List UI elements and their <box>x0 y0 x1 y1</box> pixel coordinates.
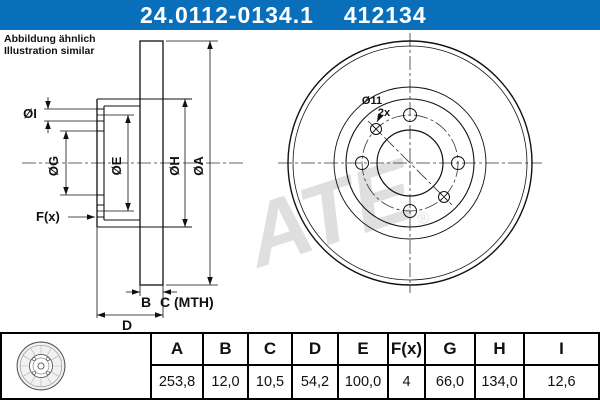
spec-table: A B C D E F(x) G H I 253,8 12,0 10,5 54,… <box>0 332 600 400</box>
similarity-note: Abbildung ähnlich Illustration similar <box>4 33 96 57</box>
col-header-g: G <box>424 334 474 366</box>
value-b: 12,0 <box>202 366 247 398</box>
dim-label-d: D <box>122 317 132 332</box>
hole-dia-label: Ø11 <box>362 95 382 107</box>
title-bar: 24.0112-0134.1 412134 <box>0 0 600 30</box>
note-en: Illustration similar <box>4 45 95 58</box>
col-header-c: C <box>247 334 291 366</box>
watermark-text: ATE <box>231 139 427 287</box>
locating-holes <box>370 123 450 203</box>
dim-label-b: B <box>141 294 151 310</box>
front-view: Ø11 2x <box>287 40 533 286</box>
reference-number: 412134 <box>343 1 427 28</box>
col-header-d: D <box>291 334 337 366</box>
col-header-f: F(x) <box>387 334 424 366</box>
dim-label-dia-i: ØI <box>23 106 37 121</box>
brake-disc-icon <box>16 341 66 391</box>
centerlines <box>22 33 542 293</box>
value-c: 10,5 <box>247 366 291 398</box>
col-header-b: B <box>202 334 247 366</box>
dim-label-dia-g: ØG <box>46 156 61 176</box>
col-header-e: E <box>337 334 387 366</box>
cross-section-view <box>96 40 192 286</box>
value-d: 54,2 <box>291 366 337 398</box>
value-h: 134,0 <box>474 366 523 398</box>
dim-label-dia-e: ØE <box>109 156 124 175</box>
section-dimensions: ØA ØH ØE ØG ØI F(x) B C (MTH) D <box>23 40 218 332</box>
value-a: 253,8 <box>150 366 202 398</box>
bolt-holes <box>355 108 465 218</box>
note-de: Abbildung ähnlich <box>4 33 96 45</box>
col-header-a: A <box>150 334 202 366</box>
dim-label-f: F(x) <box>36 209 60 224</box>
technical-drawing: ATE ® ØA ØH ØE ØG <box>22 33 542 332</box>
value-f: 4 <box>387 366 424 398</box>
dim-label-dia-h: ØH <box>167 156 182 176</box>
registered-mark-icon: ® <box>415 209 432 229</box>
value-i: 12,6 <box>523 366 598 398</box>
col-header-i: I <box>523 334 598 366</box>
disc-thumbnail-cell <box>2 334 150 398</box>
part-number: 24.0112-0134.1 <box>140 1 314 28</box>
value-g: 66,0 <box>424 366 474 398</box>
dim-label-c-mth: C (MTH) <box>160 294 214 310</box>
col-header-h: H <box>474 334 523 366</box>
value-e: 100,0 <box>337 366 387 398</box>
dim-label-dia-a: ØA <box>191 156 206 176</box>
